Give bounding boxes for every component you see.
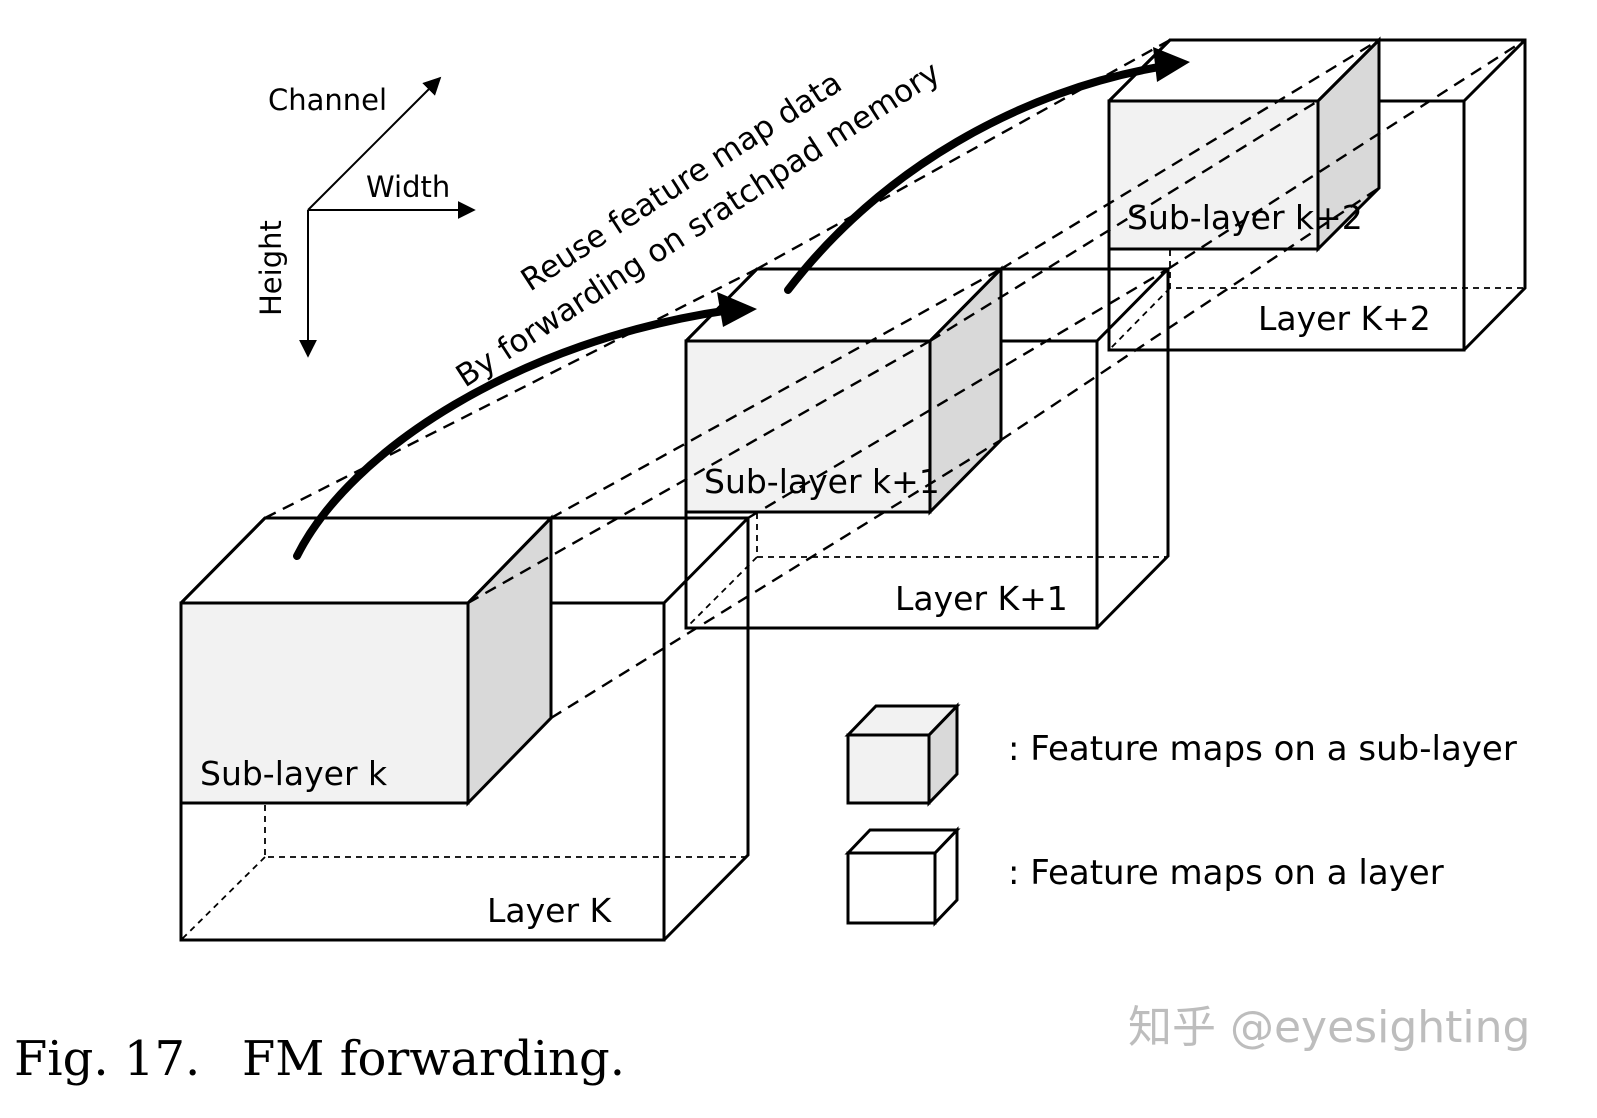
figure-title: FM forwarding. (242, 1031, 625, 1087)
width-axis-label: Width (366, 170, 450, 204)
forward-arrow-k-to-k1 (293, 306, 734, 560)
height-axis-label: Height (254, 220, 288, 316)
forward-arrowhead-k1 (717, 292, 757, 327)
forward-arrow-k1-to-k2 (784, 62, 1169, 294)
legend-layer-label: : Feature maps on a layer (1008, 853, 1444, 893)
channel-axis-label: Channel (268, 83, 387, 117)
layer-connectors (264, 38, 1526, 720)
layer-k-block: Sub-layer k Layer K (179, 514, 750, 942)
layer-k2-block: Sub-layer k+2 Layer K+2 (1107, 36, 1527, 352)
sublayer-k-label: Sub-layer k (200, 754, 388, 793)
forward-arrowhead-k2 (1153, 47, 1190, 82)
curve-label-line1: Reuse feature map data (515, 65, 849, 299)
legend-sublayer-swatch (844, 702, 961, 807)
sublayer-k2-label: Sub-layer k+2 (1127, 198, 1363, 237)
layer-k1-label: Layer K+1 (895, 579, 1068, 618)
layer-k2-label: Layer K+2 (1258, 299, 1431, 338)
sublayer-k1-label: Sub-layer k+1 (704, 462, 940, 501)
axes-indicator: Channel Width Height (254, 76, 476, 358)
legend-layer-swatch (844, 826, 961, 927)
channel-axis (307, 76, 442, 211)
legend: : Feature maps on a sub-layer : Feature … (844, 702, 1517, 927)
layer-k1-block: Sub-layer k+1 Layer K+1 (684, 265, 1170, 630)
watermark: 知乎 @eyesighting (1128, 1002, 1530, 1053)
figure-number: Fig. 17. (14, 1031, 200, 1087)
legend-sublayer-label: : Feature maps on a sub-layer (1008, 729, 1517, 769)
layer-k-label: Layer K (487, 891, 612, 930)
